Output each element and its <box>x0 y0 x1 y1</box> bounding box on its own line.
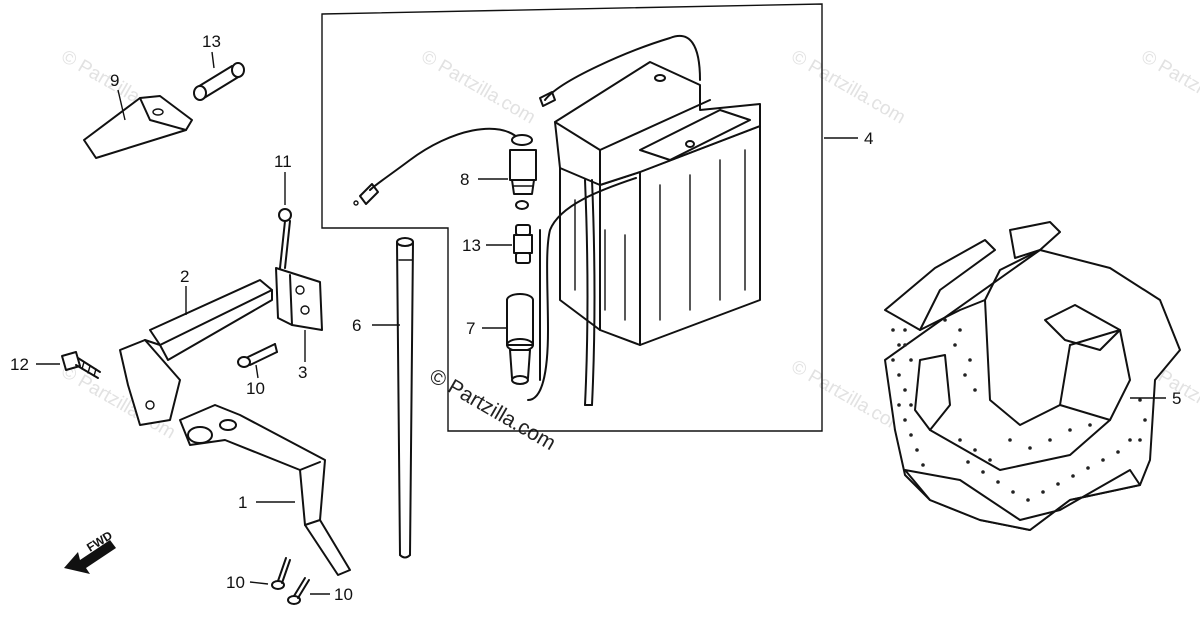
callout-12: 12 <box>10 355 29 374</box>
callout-13: 13 <box>202 32 221 51</box>
callout-8: 8 <box>460 170 469 189</box>
forward-direction-arrow: FWD <box>64 528 116 574</box>
battery-cable-end <box>539 91 556 107</box>
watermark: © Partzilla.com <box>1138 46 1200 128</box>
callout-7: 7 <box>466 319 475 338</box>
callout-2: 2 <box>180 267 189 286</box>
callout-10: 10 <box>246 379 265 398</box>
callout-10: 10 <box>226 573 245 592</box>
part-6-tube <box>396 237 414 559</box>
part-9-plate <box>83 95 193 159</box>
part-3-clip <box>275 267 323 331</box>
callout-10: 10 <box>334 585 353 604</box>
switch-lead-end <box>359 183 379 205</box>
callout-5: 5 <box>1172 389 1181 408</box>
watermark: © Partzilla.com <box>418 46 539 128</box>
battery-group-frame <box>321 3 823 432</box>
part-2-bracket <box>119 279 273 426</box>
part-13-fuse-lower <box>513 224 533 264</box>
watermark: © Partzilla.com <box>788 46 909 128</box>
battery <box>554 61 761 406</box>
callout-13: 13 <box>462 236 481 255</box>
battery-cable <box>544 35 701 101</box>
callout-1: 1 <box>238 493 247 512</box>
callout-11: 11 <box>274 152 292 171</box>
callout-9: 9 <box>110 71 119 90</box>
part-12-bolt <box>61 351 101 379</box>
part-1-stay <box>179 404 351 576</box>
part-10-screws-lower <box>271 557 310 605</box>
part-13-fuse-upper <box>193 62 245 101</box>
fuse-lead <box>527 177 637 401</box>
leader-lines <box>36 51 1166 595</box>
switch-lead <box>369 127 521 191</box>
part-5-battery-holder <box>884 221 1181 531</box>
part-8-switch <box>509 134 537 210</box>
part-7-fuse-holder <box>506 293 534 385</box>
callout-labels: 13 9 11 2 12 10 3 1 10 10 6 7 13 8 4 5 <box>10 32 1181 604</box>
callout-3: 3 <box>298 363 307 382</box>
part-11-cable <box>278 208 292 269</box>
callout-6: 6 <box>352 316 361 335</box>
callout-4: 4 <box>864 129 873 148</box>
part-10-bolt-mid <box>237 343 278 368</box>
